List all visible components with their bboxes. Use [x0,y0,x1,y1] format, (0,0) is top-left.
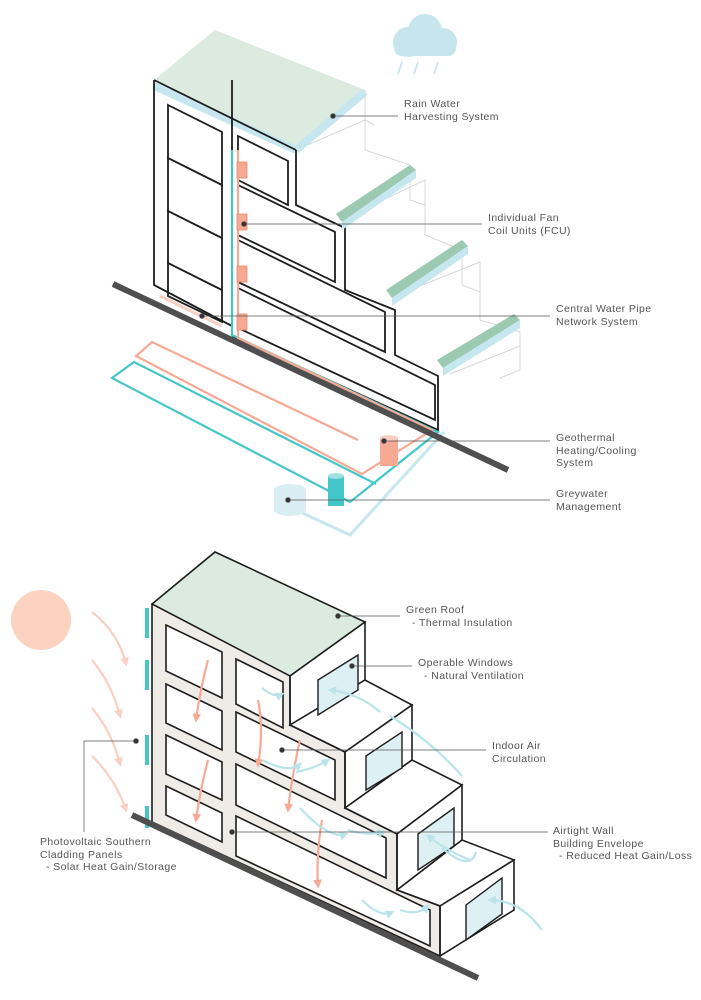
geothermal-heating-pipe [134,150,435,476]
label-airtight-wall: Airtight Wall Building Envelope - Reduce… [553,825,692,863]
central-water-pipe-network [109,150,441,504]
greywater-tank-icon [328,473,344,506]
label-line: Network System [556,315,639,328]
label-line: - Reduced Heat Gain/Loss [559,850,693,862]
label-line: - Thermal Insulation [412,616,513,629]
water-storage-icon [274,484,306,516]
label-line: Geothermal [556,432,615,444]
label-indoor-air-circulation: Indoor Air Circulation [492,740,546,765]
label-line: Heating/Cooling [556,444,637,457]
label-fan-coil-units: Individual Fan Coil Units (FCU) [488,212,571,237]
solar-gain-arrows [91,611,129,813]
label-central-water-pipe: Central Water Pipe Network System [556,303,652,328]
label-line: Individual Fan [488,212,559,224]
label-operable-windows: Operable Windows - Natural Ventilation [418,657,524,682]
label-line: Harvesting System [404,110,499,123]
label-line: Rain Water [404,98,461,110]
photovoltaic-panels [145,608,149,828]
ground-line [130,812,480,981]
label-line: - Solar Heat Gain/Storage [46,861,177,873]
label-line: Airtight Wall [553,825,614,837]
ground-line [111,281,510,473]
planter-boxes [336,165,520,376]
label-line: Circulation [492,752,547,765]
label-greywater-management: Greywater Management [556,488,621,513]
bottom-leaders [83,613,548,835]
sun-icon [11,590,71,650]
rain-cloud-icon [393,14,457,75]
label-line: Central Water Pipe [556,303,652,315]
fan-coil-unit-icon [236,161,248,331]
roof-top [154,30,365,150]
label-line: Cladding Panels [40,848,123,861]
label-line: Building Envelope [553,837,644,850]
greywater-pipe [295,430,446,537]
top-diagram [109,14,550,537]
label-line: Management [556,500,622,513]
operable-windows [317,653,503,942]
label-rain-water-harvesting: Rain Water Harvesting System [404,98,499,123]
ventilation-arrows [261,686,543,931]
label-line: Coil Units (FCU) [488,224,571,237]
bottom-diagram [11,551,548,981]
top-leaders [199,113,550,503]
label-line: Green Roof [406,604,465,616]
rain-water-channel [293,88,368,154]
label-line: Indoor Air [492,740,541,752]
label-geothermal-system: Geothermal Heating/Cooling System [556,432,637,470]
label-line: Operable Windows [418,657,514,669]
label-line: System [556,457,594,469]
label-photovoltaic-panels: Photovoltaic Southern Cladding Panels - … [40,836,177,874]
label-line: Greywater [556,488,609,500]
label-line: - Natural Ventilation [424,669,525,682]
label-green-roof: Green Roof - Thermal Insulation [406,604,513,629]
label-line: Photovoltaic Southern [40,836,152,848]
